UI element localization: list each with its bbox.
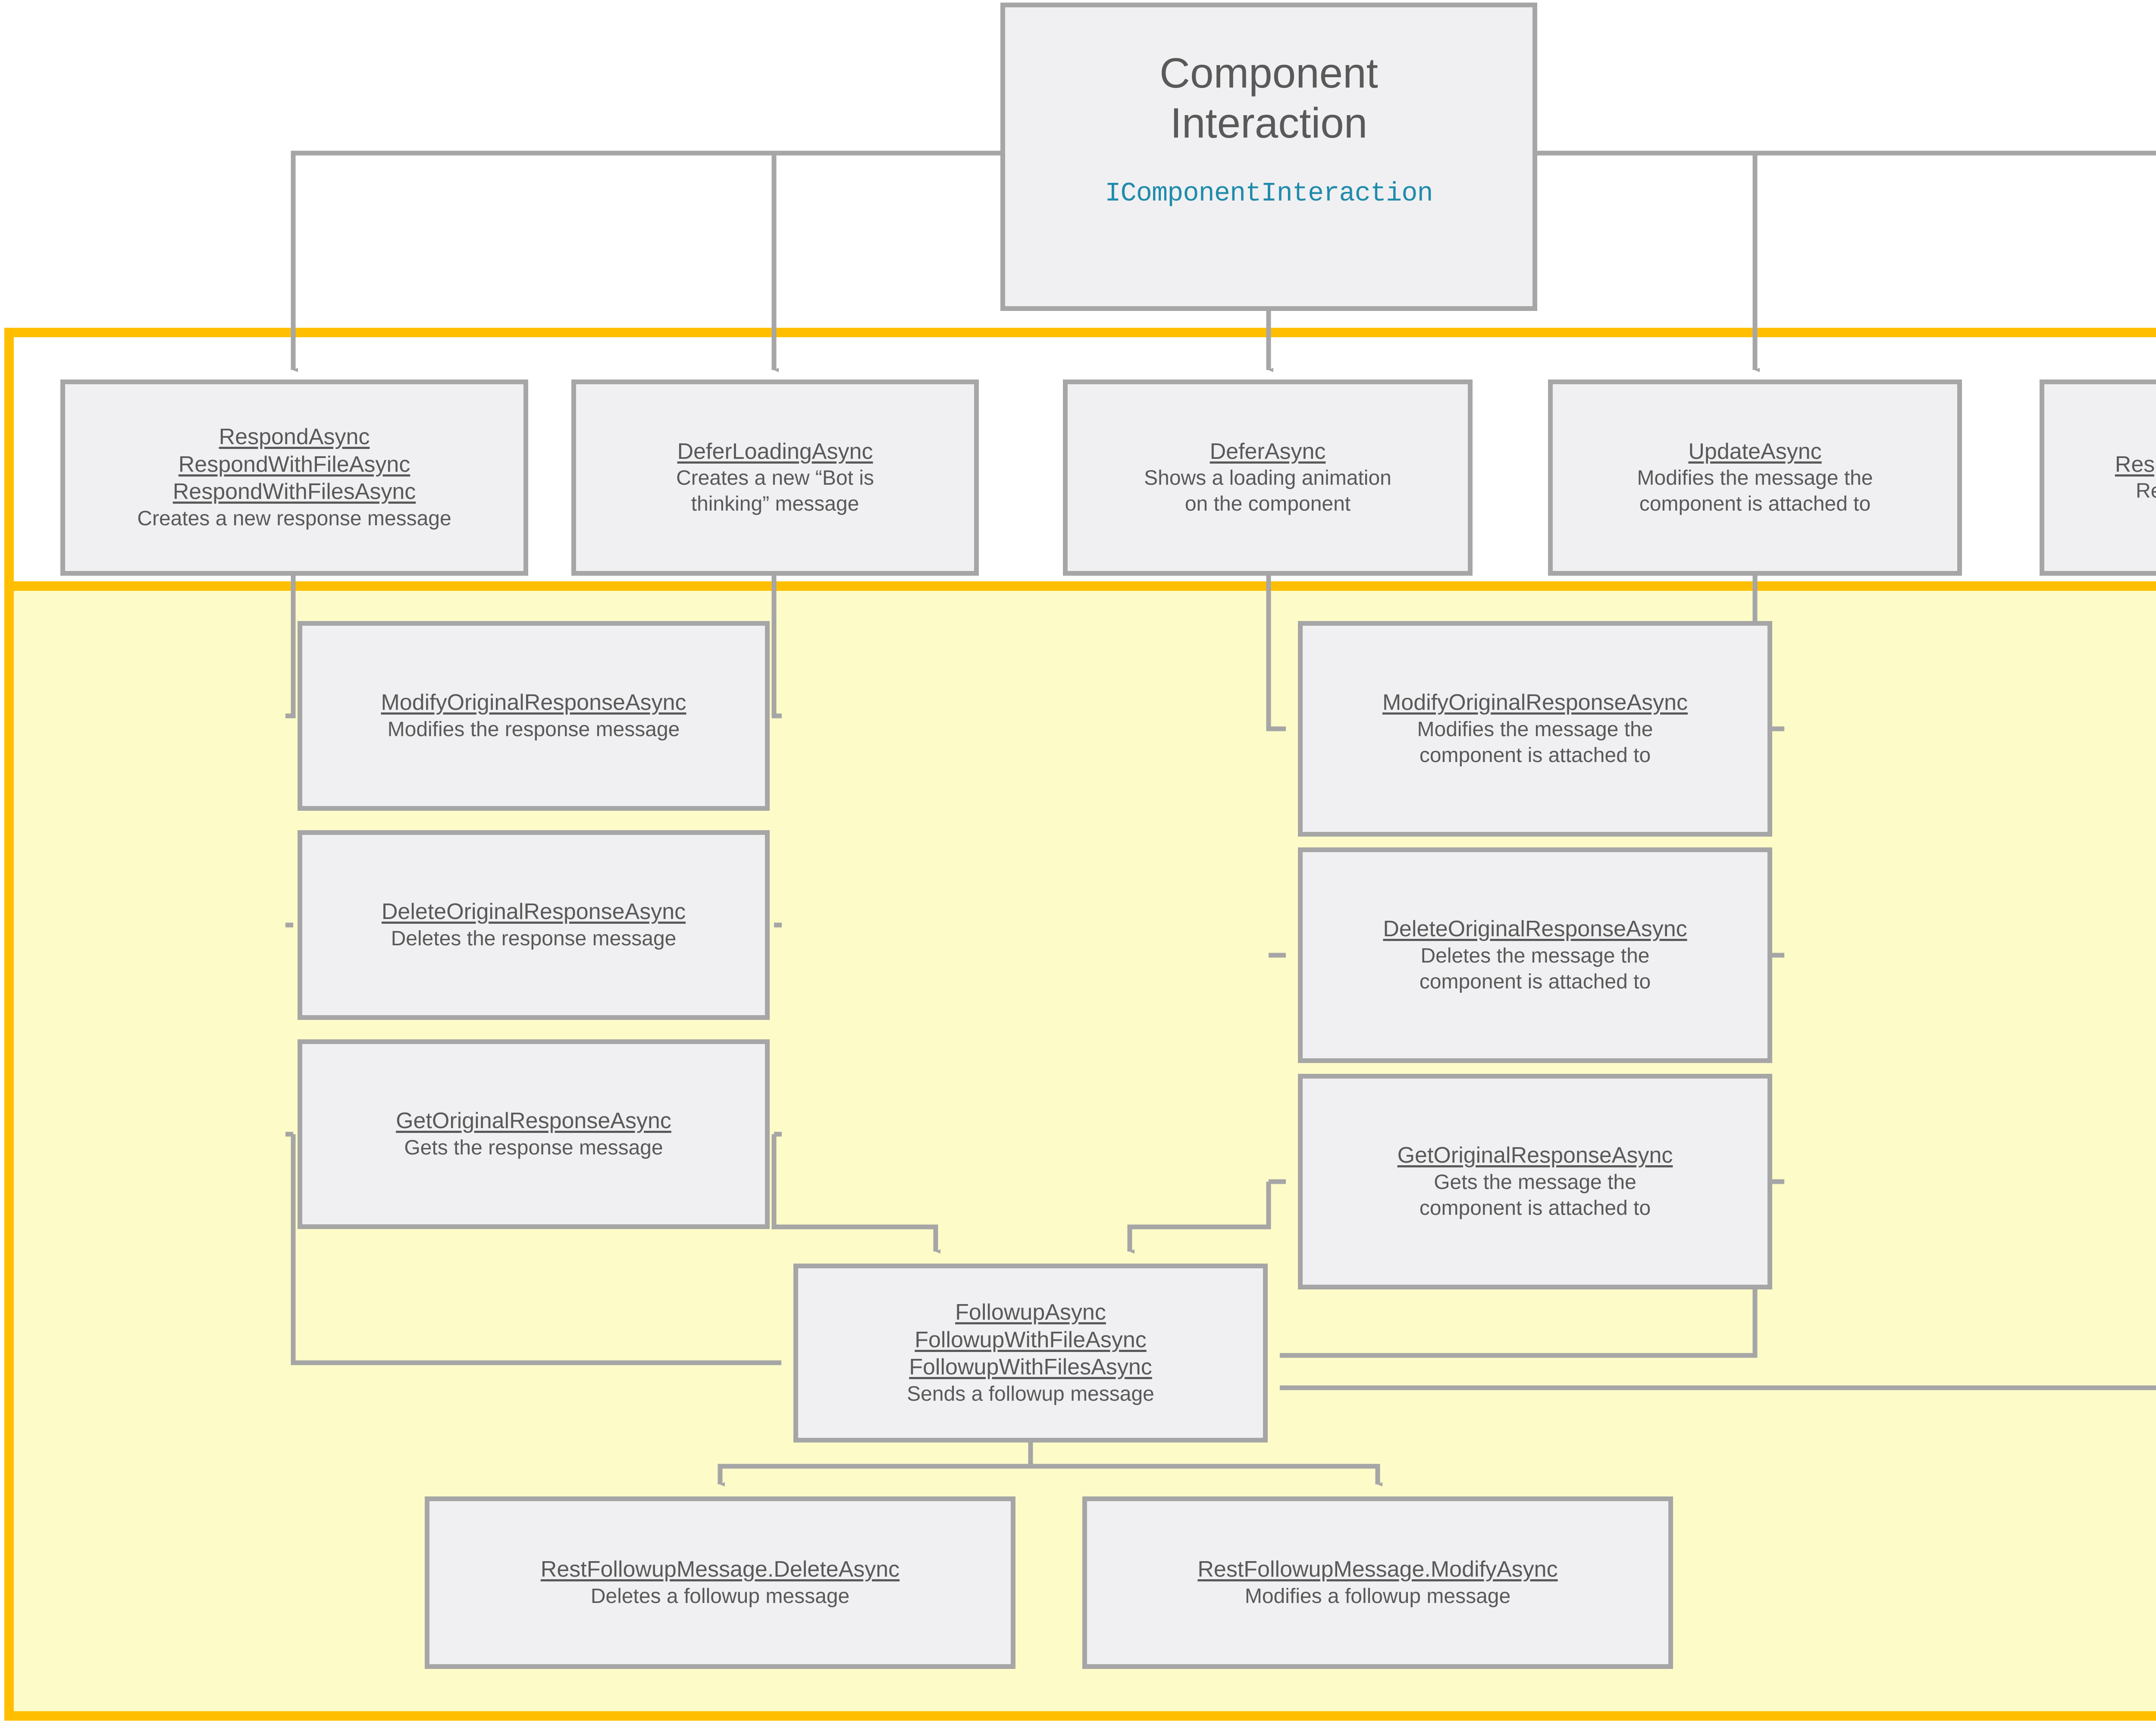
method-name: RespondAsync (219, 424, 370, 450)
method-name: RestFollowupMessage.ModifyAsync (1197, 1557, 1558, 1582)
wire-root-to-respond (291, 151, 1000, 372)
method-description: component is attached to (1419, 1196, 1651, 1220)
method-name: ModifyOriginalResponseAsync (381, 690, 686, 715)
root-title-line1: Component (1159, 49, 1378, 97)
node-get-original-response-left[interactable]: GetOriginalResponseAsync Gets the respon… (298, 1039, 770, 1229)
node-delete-original-response-left[interactable]: DeleteOriginalResponseAsync Deletes the … (298, 830, 770, 1020)
method-description: Gets the message the (1434, 1170, 1636, 1194)
node-respond-with-modal-async[interactable]: RespondWithModalAsync Responds with a mo… (2040, 380, 2156, 576)
method-name: RespondWithModalAsync (2115, 452, 2156, 477)
method-description: Creates a new “Bot is (676, 467, 874, 490)
method-name: FollowupWithFilesAsync (909, 1355, 1152, 1380)
wire-followup-to-rest-modify (1031, 1464, 1382, 1487)
wire-deferloading-to-followup (771, 1134, 940, 1254)
wire-respond-to-followup (291, 1134, 782, 1365)
node-defer-async[interactable]: DeferAsync Shows a loading animation on … (1063, 380, 1473, 576)
method-description: Sends a followup message (907, 1382, 1154, 1405)
method-description: component is attached to (1419, 970, 1651, 993)
node-defer-loading-async[interactable]: DeferLoadingAsync Creates a new “Bot is … (571, 380, 979, 576)
method-name: GetOriginalResponseAsync (396, 1108, 671, 1134)
method-name: UpdateAsync (1688, 439, 1822, 464)
node-get-original-response-middle[interactable]: GetOriginalResponseAsync Gets the messag… (1298, 1074, 1772, 1289)
root-node-component-interaction[interactable]: Component Interaction IComponentInteract… (1000, 3, 1537, 311)
wire-defer-to-modify-middle (1266, 576, 1286, 731)
method-description: Shows a loading animation (1144, 467, 1391, 490)
root-interface-name: IComponentInteraction (1105, 178, 1433, 209)
wire-root-to-modal (1537, 151, 2156, 156)
node-modify-original-response-left[interactable]: ModifyOriginalResponseAsync Modifies the… (298, 621, 770, 811)
method-description: Modifies the response message (387, 718, 680, 741)
method-name: RespondWithFileAsync (178, 452, 411, 477)
method-description: Modifies the message the (1417, 718, 1653, 741)
node-rest-followup-message-delete-async[interactable]: RestFollowupMessage.DeleteAsync Deletes … (425, 1496, 1015, 1669)
root-title-line2: Interaction (1170, 99, 1368, 147)
method-description: component is attached to (1639, 492, 1871, 516)
method-description: component is attached to (1419, 743, 1651, 767)
method-name: ModifyOriginalResponseAsync (1382, 690, 1688, 715)
method-description: Deletes the message the (1420, 944, 1650, 967)
method-name: FollowupWithFileAsync (915, 1327, 1147, 1352)
wire-root-to-deferloading (771, 151, 1000, 372)
node-respond-async[interactable]: RespondAsync RespondWithFileAsync Respon… (60, 380, 528, 576)
method-description: on the component (1185, 492, 1351, 516)
method-description: Creates a new response message (137, 507, 451, 530)
method-description: Deletes the response message (391, 927, 677, 950)
wire-deferloading-to-modify-left (771, 576, 782, 718)
wire-defer-to-followup (1127, 1182, 1271, 1254)
method-name: RestFollowupMessage.DeleteAsync (540, 1557, 900, 1582)
node-modify-original-response-middle[interactable]: ModifyOriginalResponseAsync Modifies the… (1298, 621, 1772, 837)
node-followup-async[interactable]: FollowupAsync FollowupWithFileAsync Foll… (793, 1264, 1268, 1443)
method-name: DeleteOriginalResponseAsync (1383, 916, 1687, 942)
method-description: Deletes a followup message (590, 1584, 850, 1608)
wire-modal-to-followup (1279, 1385, 2156, 1390)
method-name: RespondWithFilesAsync (172, 479, 416, 505)
method-description: Gets the response message (404, 1136, 663, 1159)
method-name: FollowupAsync (955, 1300, 1106, 1325)
node-rest-followup-message-modify-async[interactable]: RestFollowupMessage.ModifyAsync Modifies… (1082, 1496, 1673, 1669)
method-name: GetOriginalResponseAsync (1397, 1143, 1673, 1168)
method-description: thinking” message (691, 492, 859, 516)
method-name: DeferAsync (1210, 439, 1326, 464)
method-description: Modifies a followup message (1244, 1584, 1511, 1608)
method-name: DeleteOriginalResponseAsync (381, 899, 686, 925)
node-delete-original-response-middle[interactable]: DeleteOriginalResponseAsync Deletes the … (1298, 847, 1772, 1063)
method-description: Responds with a modal (2136, 480, 2156, 503)
node-update-async[interactable]: UpdateAsync Modifies the message the com… (1548, 380, 1962, 576)
wire-root-to-update (1537, 151, 1760, 372)
wire-followup-to-rest-delete (718, 1443, 1033, 1487)
method-name: DeferLoadingAsync (677, 439, 873, 464)
wire-respond-to-modify-left (285, 576, 296, 718)
method-description: Modifies the message the (1637, 467, 1873, 490)
